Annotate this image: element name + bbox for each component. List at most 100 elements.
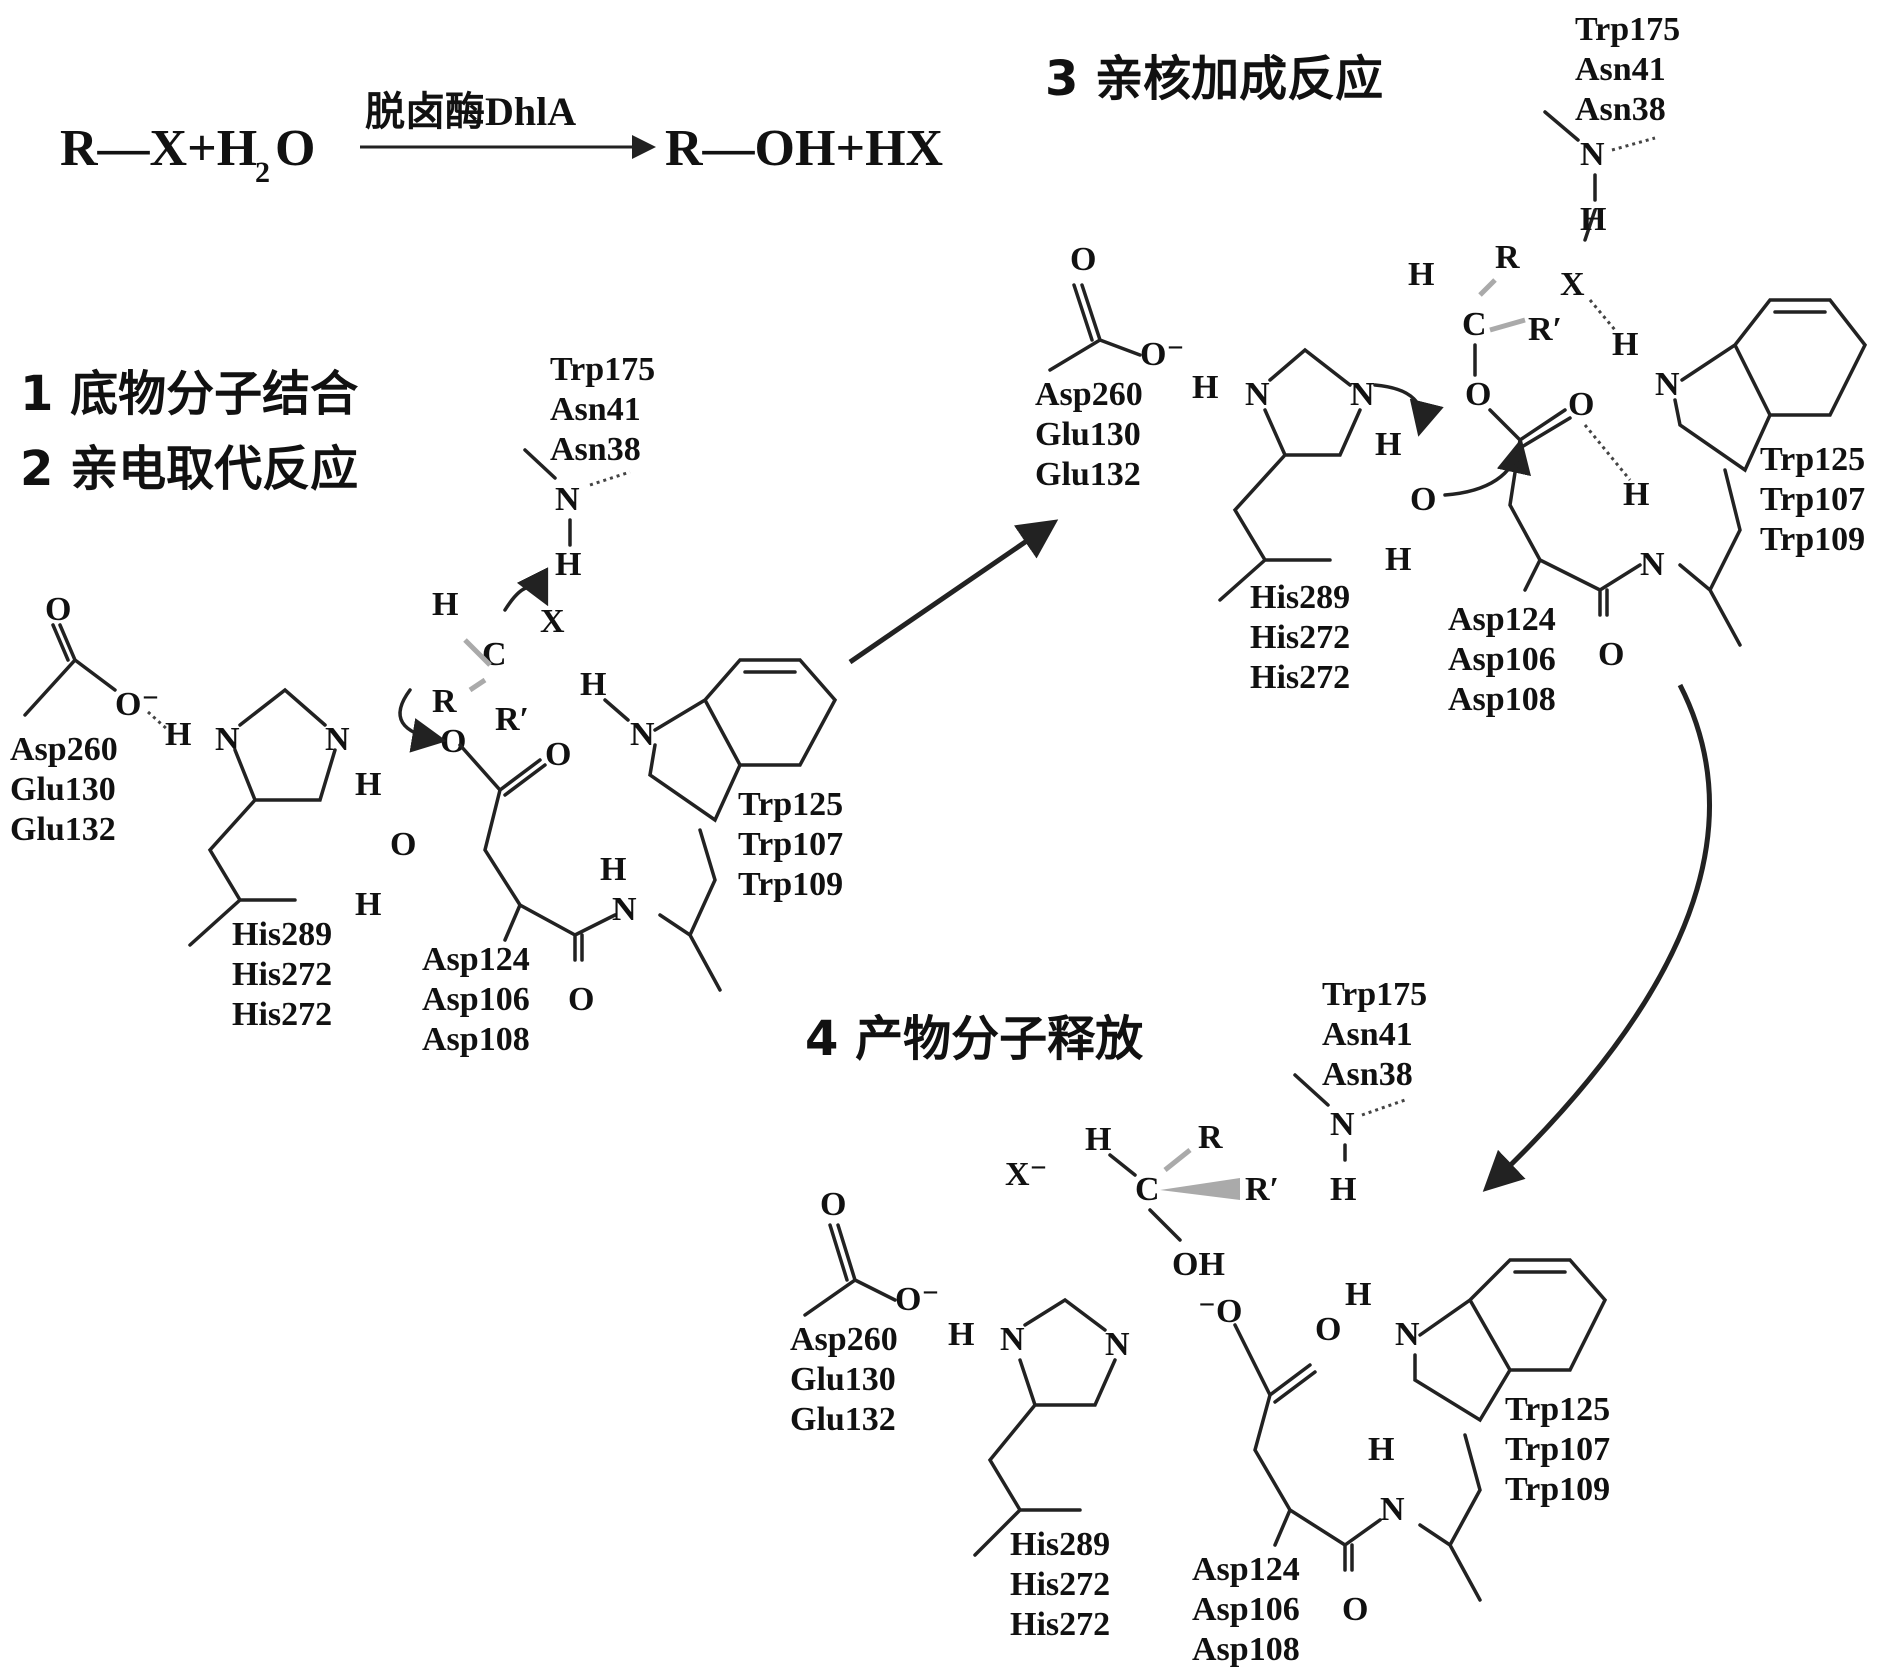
step-3-title: 3 亲核加成反应 [1045, 51, 1383, 107]
residue-label: Asn38 [1575, 91, 1666, 128]
residue-label: His272 [232, 996, 332, 1033]
residue-label: Trp107 [1505, 1431, 1610, 1468]
residue-label: Glu130 [10, 771, 116, 808]
atom-r-prime: R′ [495, 701, 529, 738]
atom-o: O [1315, 1311, 1341, 1348]
residue-asp260-group: Asp260 Glu130 Glu132 [10, 731, 118, 848]
residue-asp124-group: Asp124 Asp106 Asp108 [422, 941, 530, 1058]
atom-h: H [1368, 1431, 1394, 1468]
residue-label: His272 [1250, 659, 1350, 696]
residue-label: Glu132 [790, 1401, 896, 1438]
atom-n: N [325, 721, 350, 758]
atom-o: O [820, 1186, 846, 1223]
residue-trp175-group: Trp175 Asn41 Asn38 [1575, 11, 1680, 128]
atom-o-minus: O⁻ [115, 686, 159, 723]
residue-trp175-group: Trp175 Asn41 Asn38 [1322, 976, 1427, 1093]
atom-h: H [432, 586, 458, 623]
atom-n: N [1655, 366, 1680, 403]
panel-1-2: O O⁻ H N N H O H Asp260 Glu130 Glu132 Hi… [10, 351, 843, 1058]
residue-label: Asn41 [550, 391, 641, 428]
atom-n: N [1245, 376, 1270, 413]
atom-r: R [1495, 239, 1520, 276]
equation-right: R—OH+HX [665, 120, 943, 177]
residue-asp124-group: Asp124 Asp106 Asp108 [1448, 601, 1556, 718]
atom-n: N [1640, 546, 1665, 583]
atom-h: H [580, 666, 606, 703]
residue-label: His289 [1010, 1526, 1110, 1563]
residue-label: Trp175 [1322, 976, 1427, 1013]
residue-label: His272 [1010, 1606, 1110, 1643]
atom-h: H [1623, 476, 1649, 513]
atom-n: N [1350, 376, 1375, 413]
residue-asp260-group: Asp260 Glu130 Glu132 [1035, 376, 1143, 493]
residue-label: Glu132 [10, 811, 116, 848]
atom-o: O [1342, 1591, 1368, 1628]
atom-h: H [1408, 256, 1434, 293]
atom-o: O [1070, 241, 1096, 278]
atom-c: C [1462, 306, 1487, 343]
atom-h: H [1085, 1121, 1111, 1158]
residue-label: Asp260 [1035, 376, 1143, 413]
residue-trp125-group: Trp125 Trp107 Trp109 [1505, 1391, 1610, 1508]
residue-asp260-group: Asp260 Glu130 Glu132 [790, 1321, 898, 1438]
residue-label: Trp175 [1575, 11, 1680, 48]
residue-label: Trp109 [1505, 1471, 1610, 1508]
step-arrow [848, 519, 1059, 665]
atom-c: C [1135, 1171, 1160, 1208]
atom-n: N [1330, 1106, 1355, 1143]
atom-n: N [1395, 1316, 1420, 1353]
residue-trp125-group: Trp125 Trp107 Trp109 [1760, 441, 1865, 558]
residue-label: Asp108 [422, 1021, 530, 1058]
residue-label: Glu130 [1035, 416, 1141, 453]
residue-label: His272 [1010, 1566, 1110, 1603]
residue-his289-group: His289 His272 His272 [232, 916, 332, 1033]
atom-x-minus: X⁻ [1005, 1156, 1048, 1193]
panel-4: O O⁻ H N N Asp260 Glu130 Glu132 His289 H… [790, 976, 1610, 1668]
atom-h: H [948, 1316, 974, 1353]
residue-label: His272 [1250, 619, 1350, 656]
reaction-equation: R—X+H 2 O 脱卤酶DhlA R—OH+HX [60, 89, 943, 189]
atom-o: O [1568, 386, 1594, 423]
residue-label: His289 [232, 916, 332, 953]
atom-o: O [440, 723, 466, 760]
step-2-title: 2 亲电取代反应 [20, 441, 358, 497]
atom-r: R [432, 683, 457, 720]
residue-label: His272 [232, 956, 332, 993]
atom-x: X [540, 603, 565, 640]
atom-r-prime: R′ [1245, 1171, 1279, 1208]
step-arrow [1482, 683, 1712, 1192]
atom-x: X [1560, 266, 1585, 303]
atom-h: H [1375, 426, 1401, 463]
atom-r: R [1198, 1119, 1223, 1156]
step-1-title: 1 底物分子结合 [20, 366, 358, 422]
atom-o: O [1598, 636, 1624, 673]
atom-o: O [1410, 481, 1436, 518]
residue-trp175-group: Trp175 Asn41 Asn38 [550, 351, 655, 468]
atom-n: N [555, 481, 580, 518]
residue-label: Asp108 [1192, 1631, 1300, 1668]
equation-left: R—X+H [60, 120, 257, 177]
residue-label: His289 [1250, 579, 1350, 616]
residue-label: Trp107 [738, 826, 843, 863]
atom-o: O [45, 591, 71, 628]
residue-label: Asp108 [1448, 681, 1556, 718]
atom-n: N [1105, 1326, 1130, 1363]
residue-trp125-group: Trp125 Trp107 Trp109 [738, 786, 843, 903]
residue-label: Glu130 [790, 1361, 896, 1398]
atom-o-minus: O⁻ [895, 1281, 939, 1318]
atom-n: N [630, 716, 655, 753]
atom-o: O [545, 736, 571, 773]
enzyme-label: 脱卤酶DhlA [365, 89, 576, 134]
residue-label: Trp109 [738, 866, 843, 903]
atom-h: H [165, 716, 191, 753]
atom-o: O [390, 826, 416, 863]
atom-h: H [555, 546, 581, 583]
residue-label: Trp109 [1760, 521, 1865, 558]
residue-label: Asp260 [10, 731, 118, 768]
atom-r-prime: R′ [1528, 311, 1562, 348]
residue-his289-group: His289 His272 His272 [1250, 579, 1350, 696]
atom-h: H [600, 851, 626, 888]
atom-n: N [1000, 1321, 1025, 1358]
residue-his289-group: His289 His272 His272 [1010, 1526, 1110, 1643]
atom-c: C [482, 636, 507, 673]
